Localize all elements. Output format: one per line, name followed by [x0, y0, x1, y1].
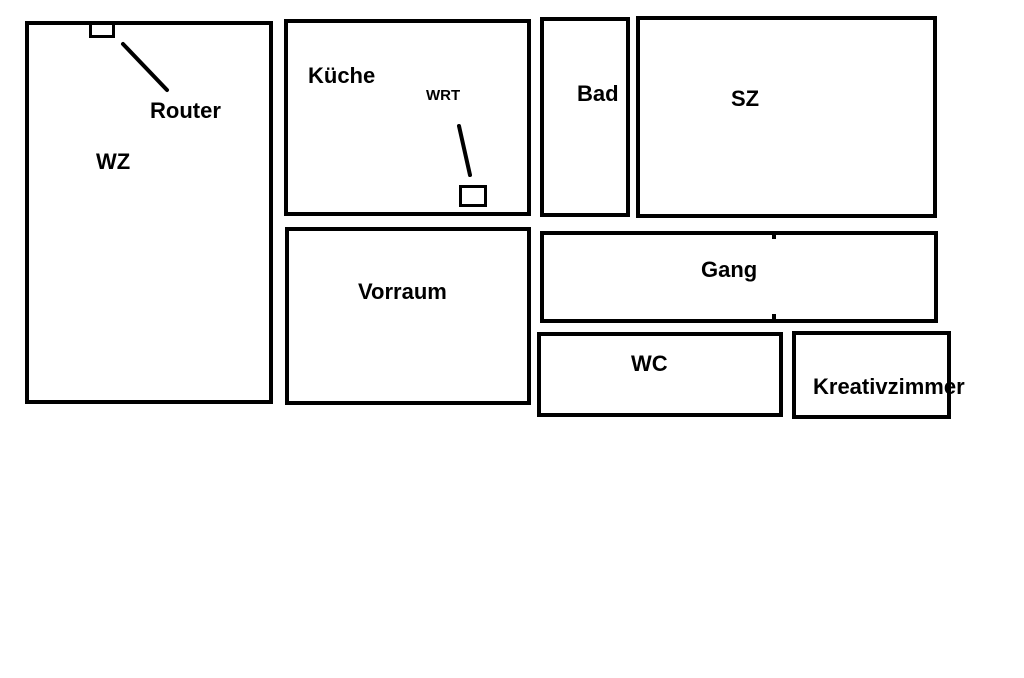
wrt-box — [459, 185, 487, 207]
room-vorraum — [285, 227, 531, 405]
label-router: Router — [150, 98, 221, 123]
room-sz — [636, 16, 937, 218]
room-wz — [25, 21, 273, 404]
label-bad: Bad — [577, 81, 619, 106]
room-kreativzimmer — [792, 331, 951, 419]
room-gang — [540, 231, 938, 323]
label-kreativzimmer: Kreativzimmer — [813, 374, 965, 399]
router-box — [89, 22, 115, 38]
room-kueche — [284, 19, 531, 216]
label-wrt: WRT — [426, 87, 461, 104]
label-gang: Gang — [701, 257, 758, 282]
room-bad — [540, 17, 630, 217]
label-kueche: Küche — [308, 63, 376, 88]
label-wc: WC — [631, 351, 668, 376]
label-wz: WZ — [96, 149, 131, 174]
label-sz: SZ — [731, 86, 760, 111]
room-wc — [537, 332, 783, 417]
label-vorraum: Vorraum — [358, 279, 447, 304]
